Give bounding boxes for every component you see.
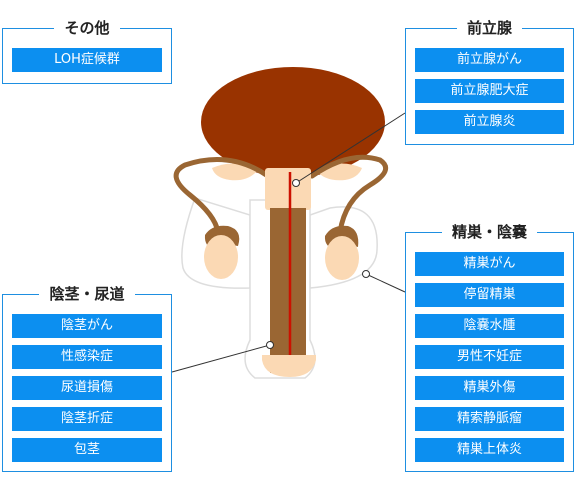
testis-right (325, 236, 359, 280)
item-hydrocele[interactable]: 陰嚢水腫 (415, 314, 564, 338)
item-penile-fracture[interactable]: 陰茎折症 (12, 407, 162, 431)
item-prostatitis[interactable]: 前立腺炎 (415, 110, 564, 134)
prostate-shape (265, 168, 311, 210)
panel-title-prostate: 前立腺 (406, 17, 573, 39)
vas-deferens-left (173, 157, 271, 235)
item-urethral-injury[interactable]: 尿道損傷 (12, 376, 162, 400)
panel-title-other: その他 (3, 17, 171, 39)
panel-title-penis: 陰茎・尿道 (3, 283, 171, 305)
panel-prostate: 前立腺 前立腺がん 前立腺肥大症 前立腺炎 (405, 19, 574, 145)
item-testicular-cancer[interactable]: 精巣がん (415, 252, 564, 276)
item-bph[interactable]: 前立腺肥大症 (415, 79, 564, 103)
panel-other: その他 LOH症候群 (2, 19, 172, 84)
prostate-leader-line (295, 112, 406, 184)
item-cryptorchidism[interactable]: 停留精巣 (415, 283, 564, 307)
item-sti[interactable]: 性感染症 (12, 345, 162, 369)
prostate-marker (292, 179, 300, 187)
penis-marker (266, 341, 274, 349)
seminal-vesicle-left (212, 163, 258, 181)
bladder-shape (201, 67, 385, 177)
testis-left (204, 235, 238, 279)
item-prostate-cancer[interactable]: 前立腺がん (415, 48, 564, 72)
item-penile-cancer[interactable]: 陰茎がん (12, 314, 162, 338)
vas-deferens-right (309, 154, 389, 235)
testis-marker (362, 270, 370, 278)
penis-leader-line (171, 344, 271, 373)
panel-title-testis: 精巣・陰嚢 (406, 221, 573, 243)
item-loh-syndrome[interactable]: LOH症候群 (12, 48, 162, 72)
item-male-infertility[interactable]: 男性不妊症 (415, 345, 564, 369)
penile-shaft (270, 208, 306, 373)
glans-shape (262, 355, 316, 377)
item-epididymitis[interactable]: 精巣上体炎 (415, 438, 564, 462)
item-phimosis[interactable]: 包茎 (12, 438, 162, 462)
testis-leader-line (365, 273, 406, 293)
item-varicocele[interactable]: 精索静脈瘤 (415, 407, 564, 431)
panel-testis: 精巣・陰嚢 精巣がん 停留精巣 陰嚢水腫 男性不妊症 精巣外傷 精索静脈瘤 精巣… (405, 223, 574, 472)
item-testicular-trauma[interactable]: 精巣外傷 (415, 376, 564, 400)
panel-penis: 陰茎・尿道 陰茎がん 性感染症 尿道損傷 陰茎折症 包茎 (2, 285, 172, 472)
